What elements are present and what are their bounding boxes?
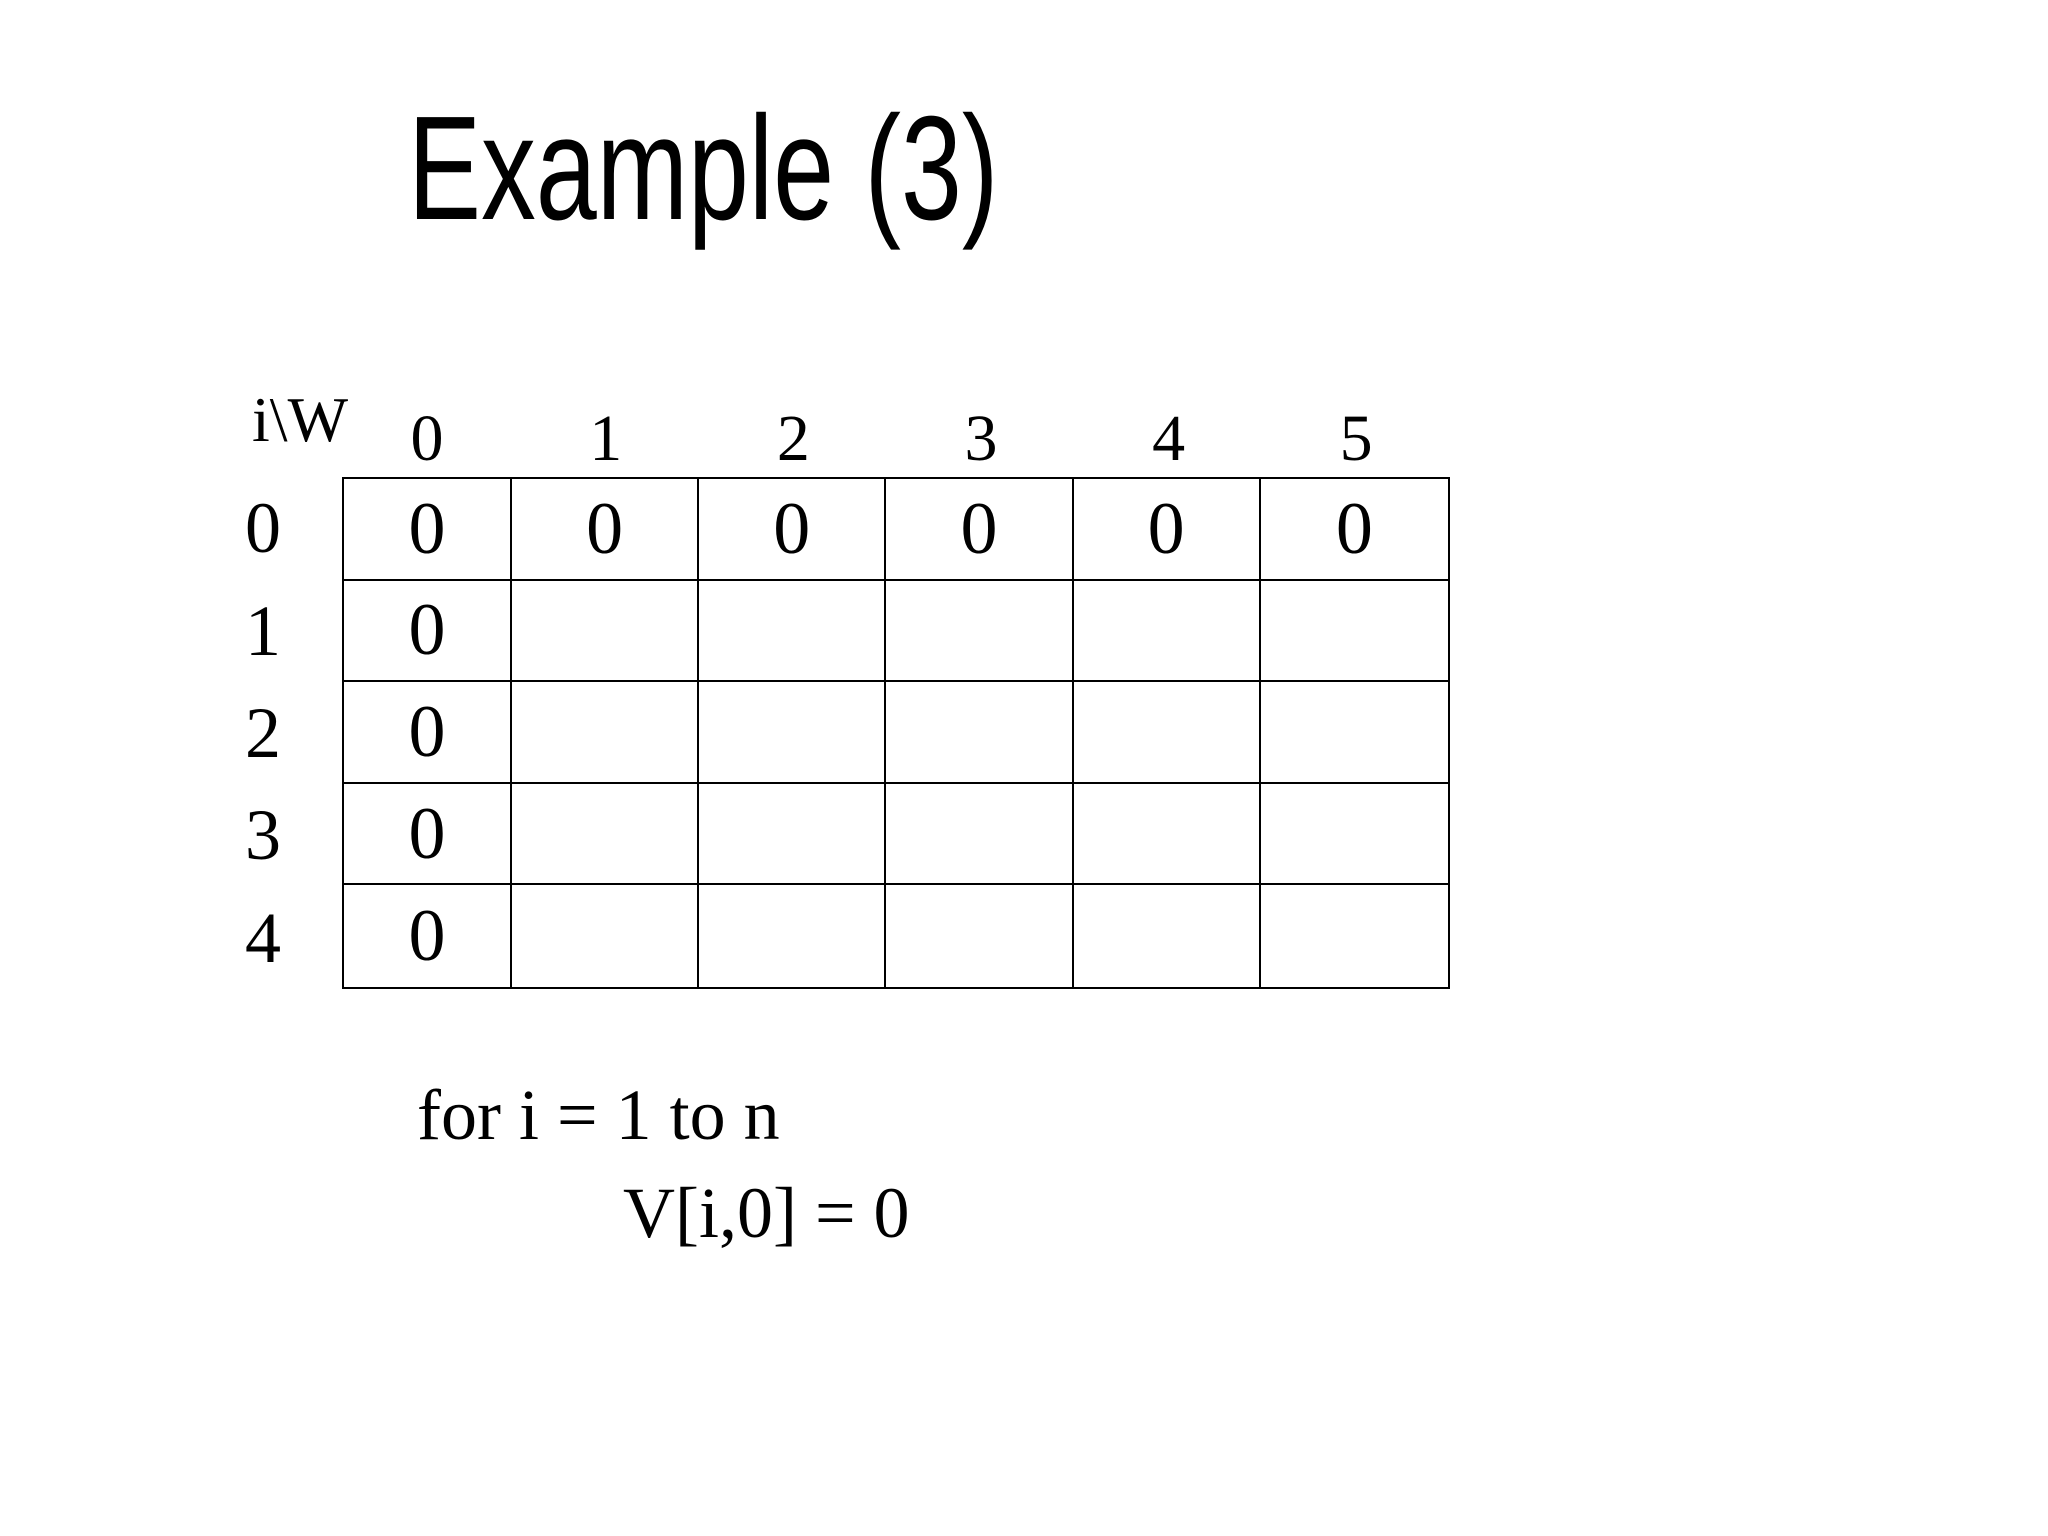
table-cell-r2c0: 0 (344, 682, 512, 784)
table-cell-r0c0: 0 (344, 479, 512, 581)
pseudocode-line-for-loop: for i = 1 to n (417, 1075, 780, 1155)
table-cell-r4c2 (699, 885, 887, 987)
table-cell-r0c1: 0 (512, 479, 700, 581)
table-cell-r1c5 (1260, 581, 1448, 683)
table-cell-r4c4 (1074, 885, 1261, 987)
table-cell-r0c2: 0 (699, 479, 887, 581)
table-cell-r3c5 (1260, 784, 1448, 886)
table-cell-r1c1 (512, 580, 700, 683)
table-cell-r2c4 (1073, 682, 1261, 784)
table-row-headers: 0 1 2 3 4 (218, 477, 308, 989)
slide-title: Example (3) (408, 86, 999, 251)
table-cell-r2c2 (699, 682, 887, 784)
table-cell-r2c5 (1260, 682, 1448, 784)
col-header-3: 3 (964, 402, 998, 475)
table-cell-r2c1 (512, 682, 700, 784)
table-cell-r2c3 (886, 682, 1074, 784)
table-cell-r1c4 (1073, 580, 1261, 683)
table-cell-r1c3 (886, 580, 1074, 683)
table-cell-r3c2 (699, 783, 887, 886)
row-header-2: 2 (245, 693, 281, 774)
table-cell-r4c0: 0 (344, 885, 512, 987)
pseudocode-line-assignment: V[i,0] = 0 (623, 1173, 910, 1253)
table-cell-r0c4: 0 (1073, 479, 1261, 581)
col-header-5: 5 (1339, 402, 1373, 475)
col-header-4: 4 (1152, 402, 1186, 475)
table-cell-r4c5 (1261, 885, 1448, 987)
col-header-0: 0 (410, 402, 444, 475)
col-header-1: 1 (589, 402, 623, 475)
col-header-2: 2 (776, 402, 810, 475)
dp-value-table: 0 0 0 0 0 0 0 0 0 0 (342, 477, 1450, 989)
table-cell-r4c3 (886, 885, 1074, 987)
table-cell-r3c3 (886, 783, 1074, 886)
row-header-0: 0 (245, 488, 281, 569)
table-cell-r1c2 (699, 580, 887, 683)
table-cell-r3c4 (1073, 783, 1261, 886)
table-cell-r3c1 (512, 783, 700, 886)
table-column-headers: 0 1 2 3 4 5 (342, 398, 1450, 474)
table-cell-r3c0: 0 (344, 783, 512, 886)
table-corner-label: i\W (252, 384, 348, 455)
table-cell-r0c5: 0 (1260, 479, 1448, 581)
table-cell-r4c1 (512, 885, 700, 987)
table-cell-r0c3: 0 (886, 479, 1074, 581)
row-header-3: 3 (245, 795, 281, 876)
row-header-4: 4 (245, 897, 281, 978)
row-header-1: 1 (245, 590, 281, 671)
table-cell-r1c0: 0 (344, 580, 512, 683)
